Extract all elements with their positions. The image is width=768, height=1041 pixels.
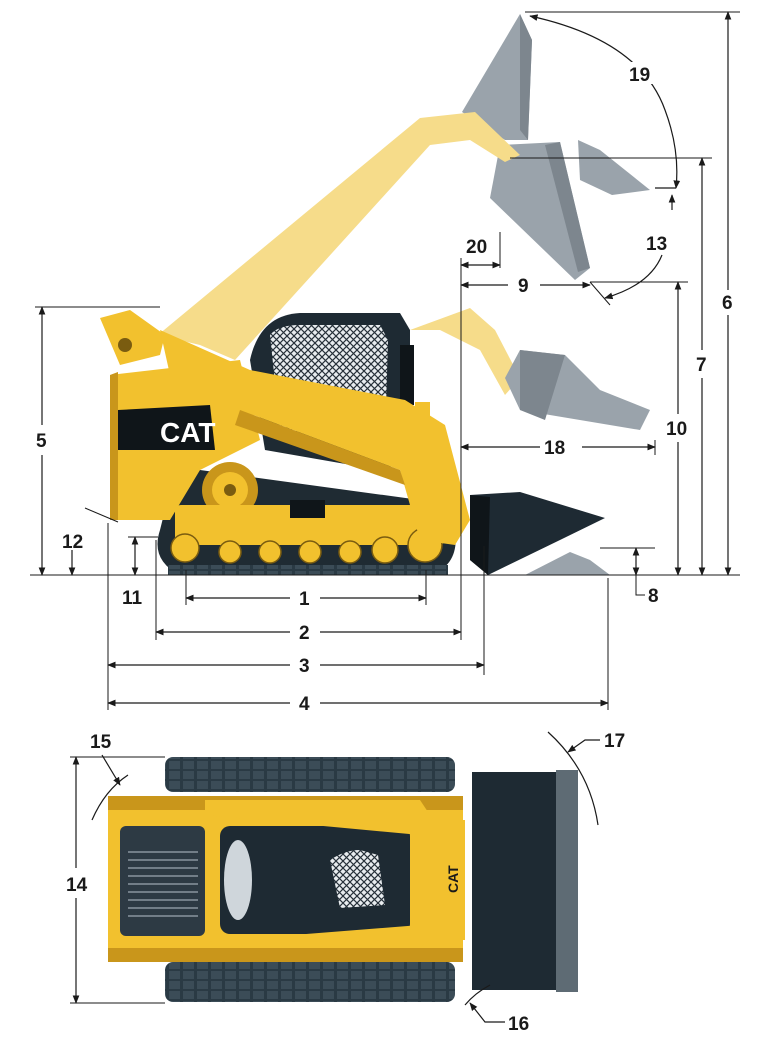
angle-13: 13 xyxy=(589,187,676,306)
cat-logo-top: CAT xyxy=(445,865,461,893)
dimension-label-12: 12 xyxy=(62,532,83,553)
dimension-label-9: 9 xyxy=(518,276,529,297)
ghost-bucket-raised-dump xyxy=(462,14,532,140)
dimension-14: 14 xyxy=(66,756,165,1004)
top-view: CAT 14 15 16 17 xyxy=(66,731,625,1035)
dimension-label-4: 4 xyxy=(299,694,310,715)
angle-19: 19 xyxy=(529,14,681,189)
dimension-label-19: 19 xyxy=(629,65,650,86)
dimension-20: 20 xyxy=(460,237,501,269)
dimension-16: 16 xyxy=(464,984,529,1035)
dimension-8: 8 xyxy=(632,547,659,607)
dimension-label-10: 10 xyxy=(666,419,687,440)
dimension-label-15: 15 xyxy=(90,732,112,753)
ghost-bucket-raised-level xyxy=(490,140,650,280)
engine-cover xyxy=(120,826,205,936)
dimension-label-17: 17 xyxy=(604,731,625,752)
dimension-12: 12 xyxy=(62,507,119,576)
dimension-label-20: 20 xyxy=(466,237,487,258)
dimension-11: 11 xyxy=(122,536,158,609)
dimension-5: 5 xyxy=(36,306,47,576)
bucket-lowered xyxy=(470,492,605,575)
dimension-label-13: 13 xyxy=(646,234,667,255)
ghost-bucket-ground xyxy=(525,552,610,575)
dimension-label-6: 6 xyxy=(722,293,733,314)
dimension-label-16: 16 xyxy=(508,1014,529,1035)
dimension-4: 4 xyxy=(107,694,609,715)
lift-arm-raised xyxy=(158,112,520,360)
lift-arm-lowered xyxy=(160,330,470,545)
dimension-label-14: 14 xyxy=(66,875,88,896)
dimension-9: 9 xyxy=(460,276,591,297)
dimension-label-1: 1 xyxy=(299,589,310,610)
bucket-top xyxy=(472,772,562,990)
dimension-3: 3 xyxy=(107,656,485,677)
dimension-6: 6 xyxy=(722,11,733,576)
dimension-label-8: 8 xyxy=(648,586,659,607)
track-bottom xyxy=(165,962,455,1002)
dimension-17: 17 xyxy=(547,731,625,826)
dimension-10: 10 xyxy=(666,281,687,576)
dimension-7: 7 xyxy=(696,157,707,576)
dimension-label-18: 18 xyxy=(544,438,565,459)
dimension-18: 18 xyxy=(460,438,656,459)
ghost-arm-mid xyxy=(410,308,650,430)
dimension-label-2: 2 xyxy=(299,623,310,644)
cat-logo-side: CAT xyxy=(160,417,215,448)
dimension-label-11: 11 xyxy=(122,588,143,609)
dimension-2: 2 xyxy=(155,623,462,644)
dimension-1: 1 xyxy=(185,589,427,610)
dimension-label-5: 5 xyxy=(36,431,47,452)
side-view: CAT xyxy=(30,11,740,715)
dimension-15: 15 xyxy=(90,732,129,821)
dimension-label-7: 7 xyxy=(696,355,707,376)
track-assembly xyxy=(157,462,456,575)
dimension-label-3: 3 xyxy=(299,656,310,677)
track-top xyxy=(165,757,455,792)
